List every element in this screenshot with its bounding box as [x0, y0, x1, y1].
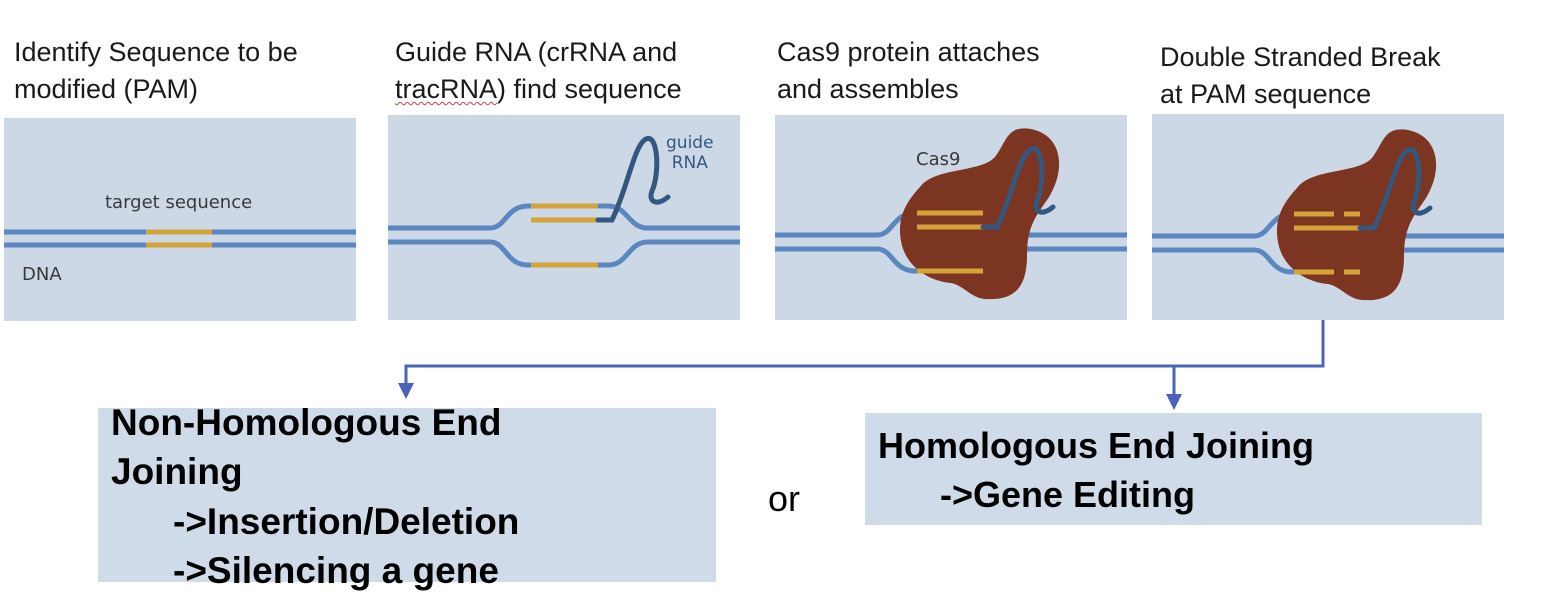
step4-caption-line2: at PAM sequence — [1160, 79, 1372, 109]
cas9-label: Cas9 — [916, 149, 961, 170]
step3-caption: Cas9 protein attaches and assembles — [777, 34, 1040, 108]
step2-caption-tracrna: tracRNA — [395, 74, 498, 104]
dna-label: DNA — [22, 264, 62, 285]
step1-caption: Identify Sequence to be modified (PAM) — [14, 34, 298, 108]
step3-caption-line1: Cas9 protein attaches — [777, 37, 1040, 67]
arrowhead-left — [398, 383, 414, 399]
step2-caption: Guide RNA (crRNA and tracRNA) find seque… — [395, 34, 682, 108]
hdr-box — [865, 413, 1482, 525]
nhej-box — [98, 408, 716, 582]
dsb-illustration — [1152, 129, 1504, 301]
step4-caption: Double Stranded Break at PAM sequence — [1160, 39, 1441, 113]
nhej-line2: Joining — [111, 451, 243, 492]
step1-caption-line1: Identify Sequence to be — [14, 37, 298, 67]
step4-caption-line1: Double Stranded Break — [1160, 42, 1441, 72]
panel-cas9-assembles: Cas9 — [775, 115, 1127, 320]
nhej-line3: ->Insertion/Deletion — [173, 501, 520, 542]
panel-double-stranded-break — [1152, 114, 1504, 320]
guide-rna-illustration — [388, 136, 740, 268]
step3-caption-line2: and assembles — [777, 74, 959, 104]
step2-caption-line1: Guide RNA (crRNA and — [395, 37, 678, 67]
nhej-line4: ->Silencing a gene — [173, 550, 499, 591]
nhej-line1: Non-Homologous End — [111, 402, 502, 443]
panel-identify-sequence: target sequence DNA — [4, 118, 356, 321]
step1-caption-line2: modified (PAM) — [14, 74, 199, 104]
dna-target-illustration — [4, 229, 356, 248]
or-label: or — [768, 478, 801, 519]
arrowhead-right — [1166, 394, 1182, 410]
target-sequence-label: target sequence — [105, 192, 253, 213]
guide-rna-strand — [1357, 147, 1433, 231]
hdr-line1: Homologous End Joining — [878, 425, 1314, 466]
guide-rna-strand — [595, 136, 671, 223]
cas9-illustration — [775, 128, 1127, 300]
guide-rna-label: guide RNA — [666, 133, 714, 173]
connector-line — [404, 320, 1325, 387]
panel-guide-rna: guide RNA — [388, 115, 740, 320]
guide-rna-strand — [980, 146, 1056, 230]
step2-caption-line2-rest: ) find sequence — [497, 74, 682, 104]
hdr-line2: ->Gene Editing — [940, 474, 1196, 515]
